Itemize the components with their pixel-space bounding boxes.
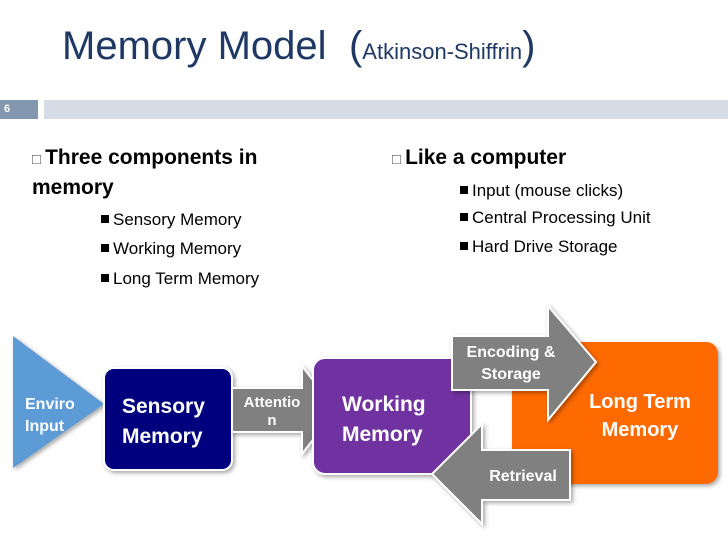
- left-heading-line2: memory: [32, 176, 114, 199]
- right-item-label: Hard Drive Storage: [472, 237, 618, 256]
- encoding-line1: Encoding &: [466, 344, 556, 361]
- enviro-input-label: Enviro Input: [25, 394, 75, 438]
- title-divider-bar: [44, 100, 728, 119]
- left-item-label: Working Memory: [113, 239, 242, 258]
- encoding-storage-arrow: [451, 303, 598, 423]
- left-item-long-term: Long Term Memory: [101, 265, 259, 293]
- square-bullet-icon: [460, 186, 468, 194]
- long-term-line2: Memory: [601, 419, 679, 441]
- enviro-input-chevron: [13, 336, 104, 468]
- working-line1: Working: [342, 393, 426, 416]
- sensory-line1: Sensory: [122, 395, 205, 418]
- left-item-label: Long Term Memory: [113, 269, 260, 288]
- right-item-label: Central Processing Unit: [472, 208, 651, 227]
- square-bullet-icon: [101, 215, 109, 223]
- attention-label: Attentio n: [236, 394, 308, 430]
- square-bullet-icon: [460, 242, 468, 250]
- retrieval-label: Retrieval: [489, 468, 557, 485]
- right-item-input: Input (mouse clicks): [460, 177, 623, 205]
- square-bullet-icon: [460, 213, 468, 221]
- encoding-storage-label: Encoding & Storage: [452, 342, 570, 386]
- bullet-box-icon: □: [392, 151, 402, 168]
- left-item-working: Working Memory: [101, 235, 241, 263]
- right-heading: □Like a computer: [392, 144, 566, 174]
- enviro-input-line1: Enviro: [25, 396, 75, 413]
- long-term-memory-label: Long Term Memory: [578, 388, 702, 444]
- left-heading: □Three components in memory: [32, 144, 257, 202]
- square-bullet-icon: [101, 274, 109, 282]
- sensory-line2: Memory: [122, 425, 203, 448]
- attention-line1: Attentio: [243, 394, 301, 411]
- attention-line2: n: [267, 412, 277, 429]
- working-memory-label: Working Memory: [342, 390, 426, 450]
- sensory-memory-label: Sensory Memory: [112, 392, 224, 452]
- bullet-box-icon: □: [32, 151, 42, 168]
- title-paren-close: ): [522, 24, 536, 68]
- square-bullet-icon: [101, 244, 109, 252]
- page-title: Memory Model (Atkinson-Shiffrin): [62, 24, 535, 69]
- working-memory-box: [312, 357, 472, 475]
- right-item-cpu: Central Processing Unit: [460, 204, 651, 232]
- title-main: Memory Model: [62, 24, 327, 68]
- slide-number: 6: [0, 100, 38, 119]
- working-line2: Memory: [342, 423, 423, 446]
- right-item-label: Input (mouse clicks): [472, 181, 624, 200]
- left-item-label: Sensory Memory: [113, 210, 242, 229]
- encoding-line2: Storage: [481, 366, 541, 383]
- retrieval-arrow: [430, 421, 571, 527]
- title-subtitle: Atkinson-Shiffrin: [362, 39, 523, 64]
- left-item-sensory: Sensory Memory: [101, 206, 241, 234]
- left-heading-line1: Three components in: [45, 146, 258, 169]
- right-heading-label: Like a computer: [405, 146, 567, 169]
- enviro-input-line2: Input: [25, 418, 65, 435]
- long-term-line1: Long Term: [589, 391, 691, 413]
- right-item-storage: Hard Drive Storage: [460, 233, 618, 261]
- title-paren-open: (: [348, 24, 363, 68]
